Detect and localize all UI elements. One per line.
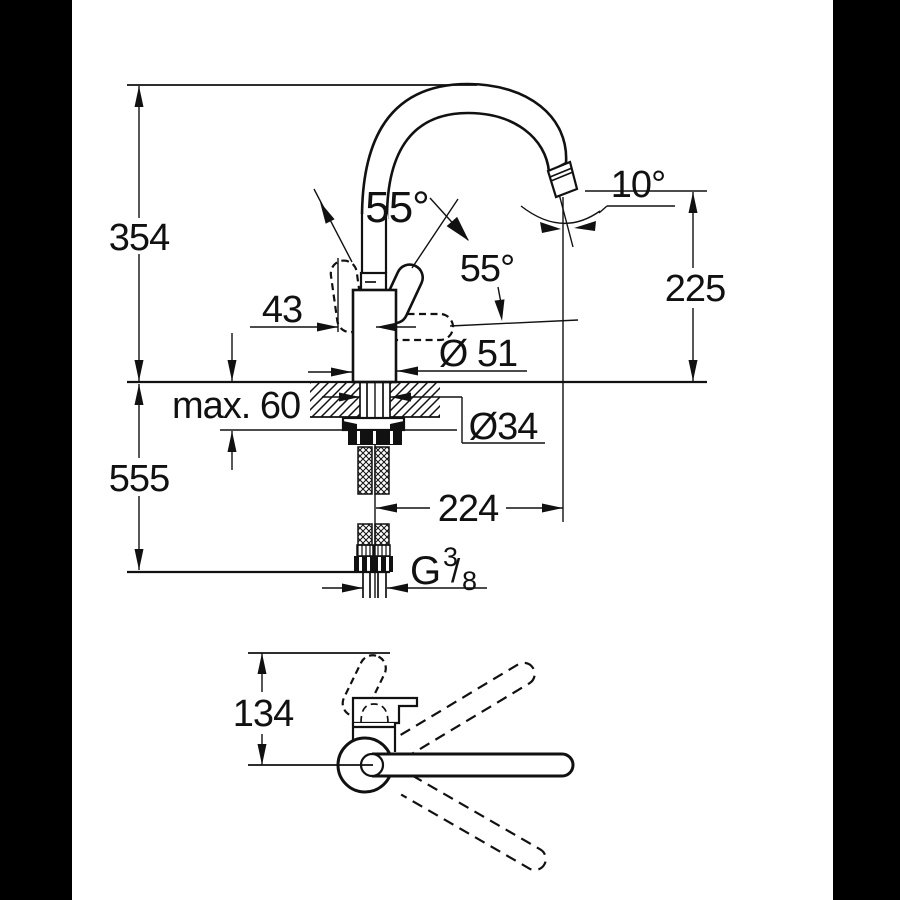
reference-lines <box>127 84 707 574</box>
thread-numerator: 3 <box>443 542 458 572</box>
dimension-134: 134 <box>233 652 390 766</box>
hose-nut-left <box>354 556 374 572</box>
dim-55deg-left-label: 55° <box>365 183 429 232</box>
thread-g-label: G <box>410 549 441 593</box>
dimension-thread-g38: G 3 / 8 <box>322 542 487 596</box>
dim-134-label: 134 <box>233 693 294 735</box>
handle-dome-dashed <box>360 703 389 724</box>
dim-225-label: 225 <box>665 268 725 310</box>
dim-10deg-label: 10° <box>611 164 665 206</box>
dimension-max60: max. 60 <box>172 333 457 470</box>
side-view: 354 555 max. 60 43 <box>109 82 726 598</box>
dim-555-label: 555 <box>109 458 169 500</box>
pipe-connector <box>359 271 388 292</box>
dim-43-label: 43 <box>262 289 302 331</box>
faucet-body <box>351 288 398 384</box>
dimension-354: 354 <box>109 86 171 381</box>
dimension-angle-55-right: 55° <box>411 197 579 327</box>
dimension-angle-10: 10° <box>520 164 675 233</box>
counter-hatch-right <box>390 383 440 417</box>
flex-hoses-lower <box>354 523 393 572</box>
top-view: 134 <box>233 652 575 872</box>
hose-nut-right <box>373 556 393 572</box>
flex-hoses-upper <box>357 446 390 495</box>
paper <box>72 0 833 900</box>
countertop-section <box>310 382 440 418</box>
dim-dia51-label: Ø 51 <box>439 333 517 375</box>
dimension-224: 224 <box>376 488 563 530</box>
riser-pipe <box>360 213 388 274</box>
dimension-225: 225 <box>585 190 726 381</box>
connection-pipes <box>362 572 387 598</box>
dim-354-label: 354 <box>109 217 170 259</box>
spout-position-dashed-upper <box>400 661 536 755</box>
hose-ferrule-left <box>356 544 374 557</box>
handle-position-dashed-horizontal <box>396 312 455 342</box>
dim-224-label: 224 <box>438 488 499 530</box>
spout-tip <box>546 160 579 199</box>
thread-denominator: 8 <box>462 566 477 596</box>
mounting-nut <box>348 430 402 445</box>
mounting-hardware <box>341 382 406 598</box>
thread-slash: / <box>451 552 461 589</box>
dimension-43: 43 <box>250 258 416 332</box>
dimension-dia51: Ø 51 <box>308 333 527 377</box>
spout-outlet-axis <box>557 189 574 248</box>
spout-position-dashed-lower <box>400 774 547 872</box>
dimension-555: 555 <box>109 384 170 570</box>
counter-hatch-left <box>310 383 360 417</box>
dimension-dia34: Ø34 <box>322 392 545 448</box>
dimension-angle-55-left: 55° <box>313 183 430 263</box>
dim-55deg-right-label: 55° <box>460 248 514 290</box>
hose-ferrule-right <box>373 544 391 557</box>
dim-max60-label: max. 60 <box>172 385 300 427</box>
dim-dia34-label: Ø34 <box>469 406 539 448</box>
spout-top-view <box>372 752 575 778</box>
